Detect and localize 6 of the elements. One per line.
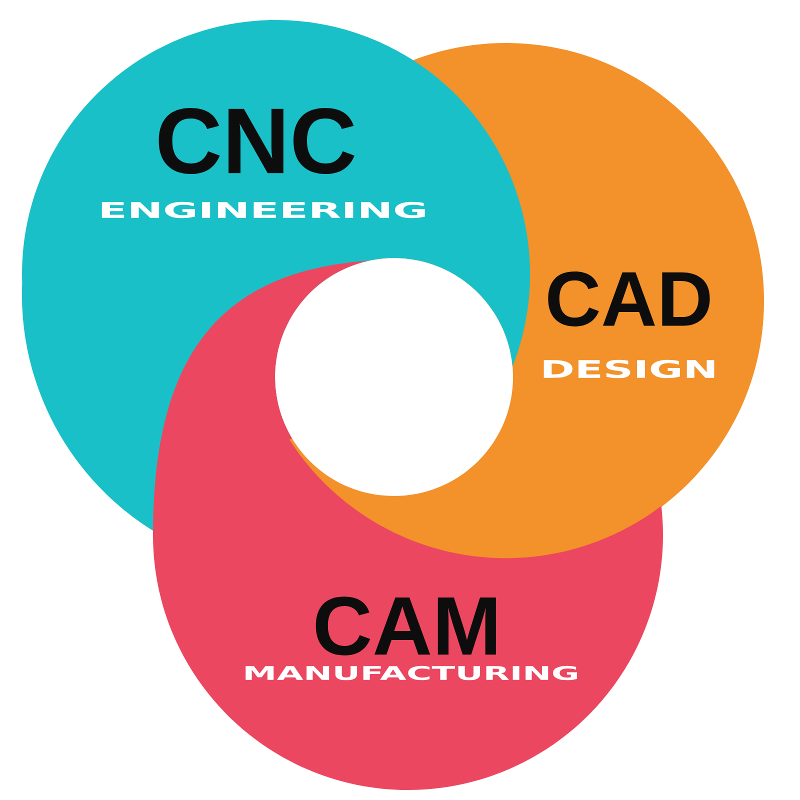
subtitle: ENGINEERING bbox=[102, 202, 425, 218]
subtitle: DESIGN bbox=[544, 360, 714, 378]
heading: CAD bbox=[548, 272, 710, 326]
heading: CNC bbox=[158, 108, 354, 174]
heading: CAM bbox=[316, 596, 496, 656]
subtitle: MANUFACTURING bbox=[246, 666, 577, 680]
